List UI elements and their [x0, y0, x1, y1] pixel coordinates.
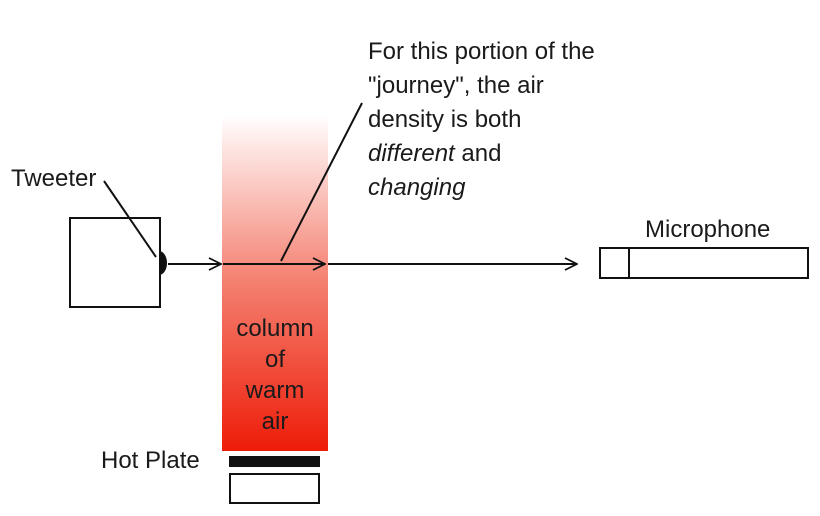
tweeter-dome: [159, 251, 167, 275]
column-label-line-2: of: [264, 346, 285, 373]
tweeter-box: [69, 217, 161, 308]
column-label-line-1: column: [236, 315, 314, 342]
annotation-line-2: "journey", the air: [368, 72, 544, 99]
annotation-pointer-line: [280, 102, 363, 262]
annotation-and: and: [454, 140, 502, 167]
column-label: column of warm air: [222, 313, 328, 437]
tweeter-label: Tweeter: [11, 165, 97, 192]
annotation-line-1: For this portion of the: [368, 38, 595, 65]
annotation-different: different: [368, 140, 455, 167]
tweeter-leader-line: [103, 180, 157, 258]
annotation-line-4: different and: [368, 137, 595, 171]
annotation-line-5: changing: [368, 174, 466, 201]
hot-plate-base: [229, 473, 320, 504]
column-label-line-4: air: [261, 408, 289, 435]
annotation-line-3: density is both: [368, 106, 522, 133]
microphone-body: [599, 247, 809, 279]
microphone-label: Microphone: [645, 216, 771, 243]
hot-plate-label: Hot Plate: [101, 447, 200, 474]
warm-air-column: [222, 115, 328, 451]
column-label-line-3: warm: [245, 377, 305, 404]
hot-plate-element: [229, 456, 320, 467]
density-annotation: For this portion of the "journey", the a…: [368, 35, 595, 205]
